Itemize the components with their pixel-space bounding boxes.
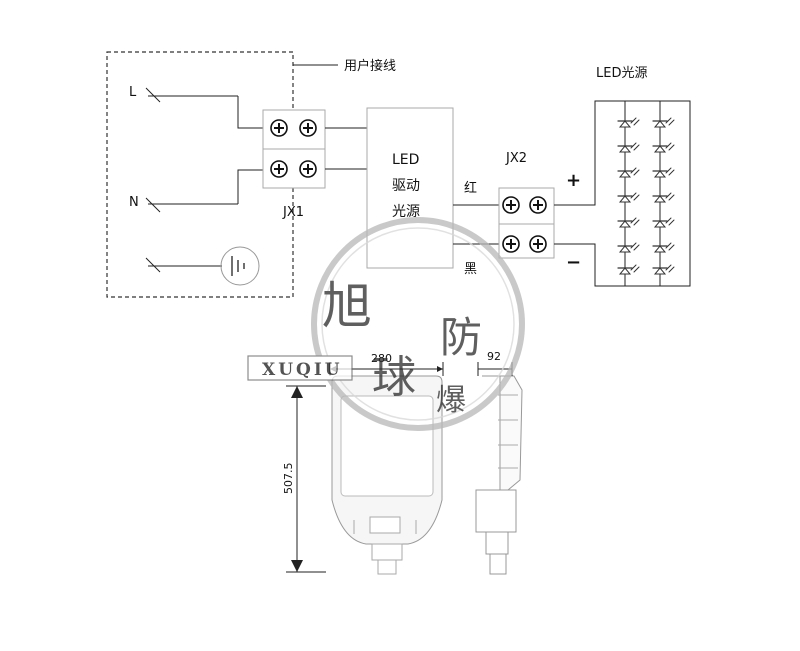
- driver-line2: 驱动: [392, 178, 420, 194]
- watermark-brand: XUQIU: [262, 360, 343, 380]
- wire-black-label: 黑: [464, 262, 477, 277]
- led-diode-icons: [617, 117, 675, 275]
- led-driver-box: [366, 107, 454, 269]
- terminal-L-label: L: [129, 85, 137, 100]
- watermark-char-3: 防: [440, 313, 482, 362]
- terminal-N-label: N: [129, 195, 139, 210]
- minus-sign: −: [566, 252, 581, 273]
- watermark-seal: 旭 球 防 爆 XUQIU: [247, 217, 525, 431]
- dim-height-value: 507.5: [282, 463, 295, 495]
- dim-height: [286, 385, 326, 573]
- fixture-front-view: [331, 375, 443, 575]
- jx1-label: JX1: [282, 205, 304, 220]
- driver-line3: 光源: [392, 204, 420, 220]
- user-wiring-label: 用户接线: [344, 58, 396, 74]
- watermark-char-1: 旭: [322, 277, 372, 335]
- driver-line1: LED: [392, 152, 419, 168]
- watermark-char-4: 爆: [436, 383, 466, 418]
- wire-red-label: 红: [464, 180, 477, 196]
- plus-sign: +: [566, 170, 581, 191]
- switch-L-icon: [145, 87, 161, 103]
- led-source-label: LED光源: [596, 66, 647, 81]
- dim-width-front-value: 280: [371, 352, 392, 365]
- switch-ground-icon: [145, 257, 161, 273]
- wire-L: [237, 96, 268, 129]
- watermark-char-2: 球: [372, 352, 416, 403]
- jx2-label: JX2: [505, 151, 527, 166]
- led-array: [617, 101, 691, 286]
- ground-icon: [220, 246, 260, 286]
- switch-N-icon: [145, 197, 161, 213]
- jx2-terminal-block: [498, 187, 555, 259]
- fixture-side-view: [475, 375, 523, 575]
- wire-N: [237, 169, 268, 204]
- jx1-terminal-block: [262, 109, 326, 189]
- dim-width-side-value: 92: [487, 350, 501, 363]
